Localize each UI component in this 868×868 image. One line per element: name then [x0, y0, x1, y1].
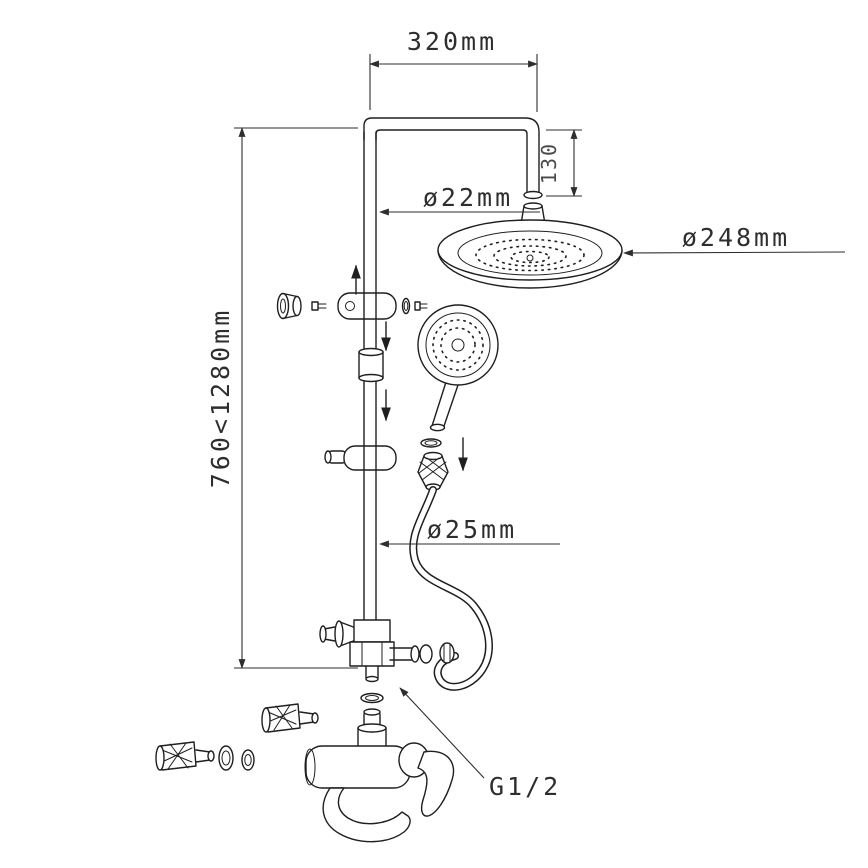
mixer-spout	[322, 787, 411, 843]
label-column-height: 760<1280mm	[206, 308, 235, 489]
mounting-screw	[311, 301, 327, 311]
inlet-washer	[360, 692, 384, 704]
label-arm-drop: 130	[537, 142, 561, 184]
hand-shower	[417, 304, 499, 432]
rain-shower-head	[437, 202, 623, 289]
union-washer-2	[241, 749, 255, 771]
cone-connector	[417, 451, 449, 491]
mixer-faucet	[304, 708, 455, 843]
union-washer-1	[218, 745, 234, 771]
bracket-ring	[401, 297, 411, 315]
wall-mount-cup	[276, 292, 302, 320]
bracket-pin	[414, 301, 428, 311]
eccentric-union-upper	[261, 703, 319, 733]
pipe-union	[358, 347, 384, 383]
leader-head-diameter: ø248mm	[623, 223, 846, 257]
dimension-column-height: 760<1280mm	[206, 127, 358, 669]
leader-lower-tube-diameter: ø25mm	[379, 515, 560, 548]
label-head-diameter: ø248mm	[682, 223, 790, 252]
mixer-handle	[417, 750, 455, 817]
diverter-valve	[319, 619, 455, 683]
leader-connection-thread: G1/2	[399, 687, 561, 801]
dimension-top-width: 320mm	[369, 27, 538, 112]
shower-hose	[409, 486, 493, 691]
label-riser-diameter: ø22mm	[423, 183, 513, 212]
slider-bracket	[337, 292, 397, 320]
label-connection-thread: G1/2	[489, 772, 561, 801]
label-lower-tube-diameter: ø25mm	[427, 515, 517, 544]
hose-washer	[420, 438, 442, 448]
eccentric-union-lower	[155, 741, 215, 771]
lower-bracket	[324, 445, 397, 471]
shower-arm	[363, 117, 543, 200]
leader-riser-diameter: ø22mm	[379, 183, 540, 216]
label-top-width: 320mm	[407, 27, 497, 56]
dimension-arm-drop: 130	[537, 129, 582, 197]
